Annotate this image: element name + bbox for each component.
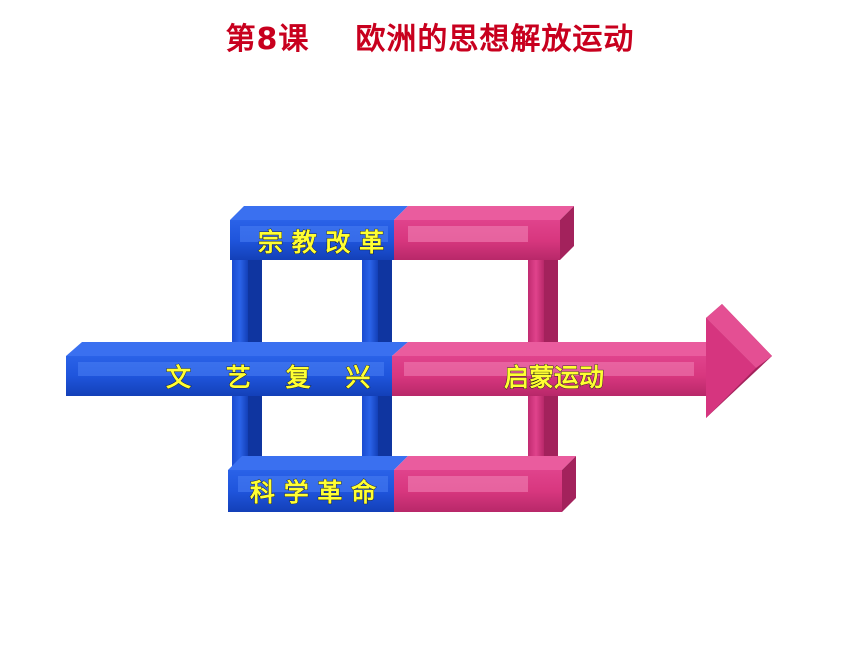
top-magenta-block xyxy=(394,206,574,260)
enlightenment-arrow xyxy=(392,304,772,418)
renaissance-block xyxy=(66,342,408,396)
page-title: 第8课 欧洲的思想解放运动 xyxy=(0,14,860,58)
religious-reform-label: 宗 教 改 革 xyxy=(258,228,384,257)
renaissance-label: 文 艺 复 兴 xyxy=(166,363,370,392)
lesson-number: 第8课 xyxy=(225,22,310,57)
lesson-name: 欧洲的思想解放运动 xyxy=(355,22,635,57)
scientific-revolution-block xyxy=(228,456,408,512)
religious-reform-block xyxy=(230,206,408,260)
bottom-magenta-block xyxy=(394,456,576,512)
scientific-revolution-label: 科 学 革 命 xyxy=(250,478,377,507)
enlightenment-label: 启蒙运动 xyxy=(504,363,604,392)
